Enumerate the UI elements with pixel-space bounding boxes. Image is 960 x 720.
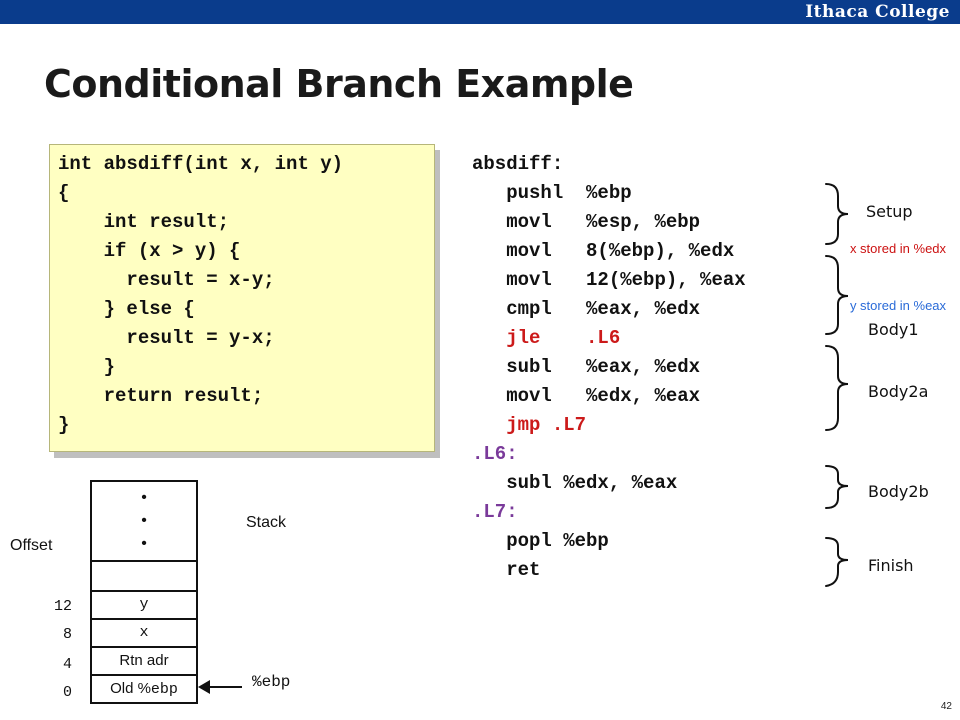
stack-title: Stack <box>246 514 287 531</box>
asm-line: subl %edx, %eax <box>506 472 678 494</box>
stack-frame: • • • y x Rtn adr Old %ebp <box>90 480 198 704</box>
asm-label: .L7: <box>472 501 518 523</box>
setup-brace <box>825 183 849 245</box>
asm-line: movl 8(%ebp), %edx <box>506 240 735 262</box>
finish-brace <box>825 537 849 587</box>
y-stored-note: y stored in %eax <box>849 298 947 313</box>
c-code-box <box>49 144 435 452</box>
asm-jump-line: jle .L6 <box>506 327 621 349</box>
stack-cell-old-ebp: Old %ebp <box>92 676 196 704</box>
assembly-code: absdiff: pushl %ebp movl %esp, %ebp movl… <box>472 150 746 585</box>
stack-dot: • <box>141 488 147 506</box>
stack-ellipsis: • • • <box>92 482 196 562</box>
offset-4: 4 <box>62 656 72 673</box>
setup-label: Setup <box>866 202 913 221</box>
old-ebp-register: ebp <box>150 681 178 698</box>
offset-12: 12 <box>53 598 72 615</box>
asm-jump-line: jmp .L7 <box>506 414 587 436</box>
asm-line: ret <box>506 559 541 581</box>
c-line: return result; <box>58 385 264 407</box>
asm-label: .L6: <box>472 443 518 465</box>
offset-heading: Offset <box>10 537 53 554</box>
body1-brace <box>825 255 849 335</box>
asm-line: cmpl %eax, %edx <box>506 298 701 320</box>
asm-line: subl %eax, %edx <box>506 356 701 378</box>
c-line: if (x > y) { <box>58 240 241 262</box>
asm-line: movl %esp, %ebp <box>506 211 701 233</box>
stack-cell-return-address: Rtn adr <box>92 648 196 676</box>
body1-label: Body1 <box>868 320 919 339</box>
body2a-brace <box>825 345 849 431</box>
asm-label: absdiff: <box>472 153 564 175</box>
asm-line: popl %ebp <box>506 530 609 552</box>
asm-line: movl 12(%ebp), %eax <box>506 269 746 291</box>
stack-dot: • <box>141 535 147 553</box>
c-line: } else { <box>58 298 195 320</box>
c-line: { <box>58 182 70 204</box>
x-stored-note: x stored in %edx <box>849 241 947 256</box>
c-line: int absdiff(int x, int y) <box>58 153 344 175</box>
offset-8: 8 <box>62 626 72 643</box>
finish-label: Finish <box>868 556 914 575</box>
stack-cell-x: x <box>92 620 196 648</box>
ebp-arrow-line <box>200 686 242 688</box>
asm-line: movl %edx, %eax <box>506 385 701 407</box>
body2a-label: Body2a <box>868 382 929 401</box>
ebp-pointer-label: %ebp <box>252 673 291 691</box>
slide-title: Conditional Branch Example <box>44 62 634 106</box>
body2b-brace <box>825 465 849 509</box>
header-bar: Ithaca College <box>0 0 960 24</box>
offset-0: 0 <box>62 684 72 701</box>
ebp-arrow-head-icon <box>198 680 210 694</box>
body2b-label: Body2b <box>868 482 929 501</box>
c-line: int result; <box>58 211 230 233</box>
c-line: result = y-x; <box>58 327 275 349</box>
c-line: } <box>58 356 116 378</box>
c-source-code: int absdiff(int x, int y) { int result; … <box>58 150 343 440</box>
stack-cell-y: y <box>92 592 196 620</box>
page-number: 42 <box>940 701 952 712</box>
asm-line: pushl %ebp <box>506 182 632 204</box>
college-logo: Ithaca College <box>805 2 950 22</box>
stack-dot: • <box>141 511 147 529</box>
old-ebp-prefix: Old % <box>110 680 151 697</box>
c-line: } <box>58 414 70 436</box>
stack-empty-cell <box>92 562 196 592</box>
c-line: result = x-y; <box>58 269 275 291</box>
